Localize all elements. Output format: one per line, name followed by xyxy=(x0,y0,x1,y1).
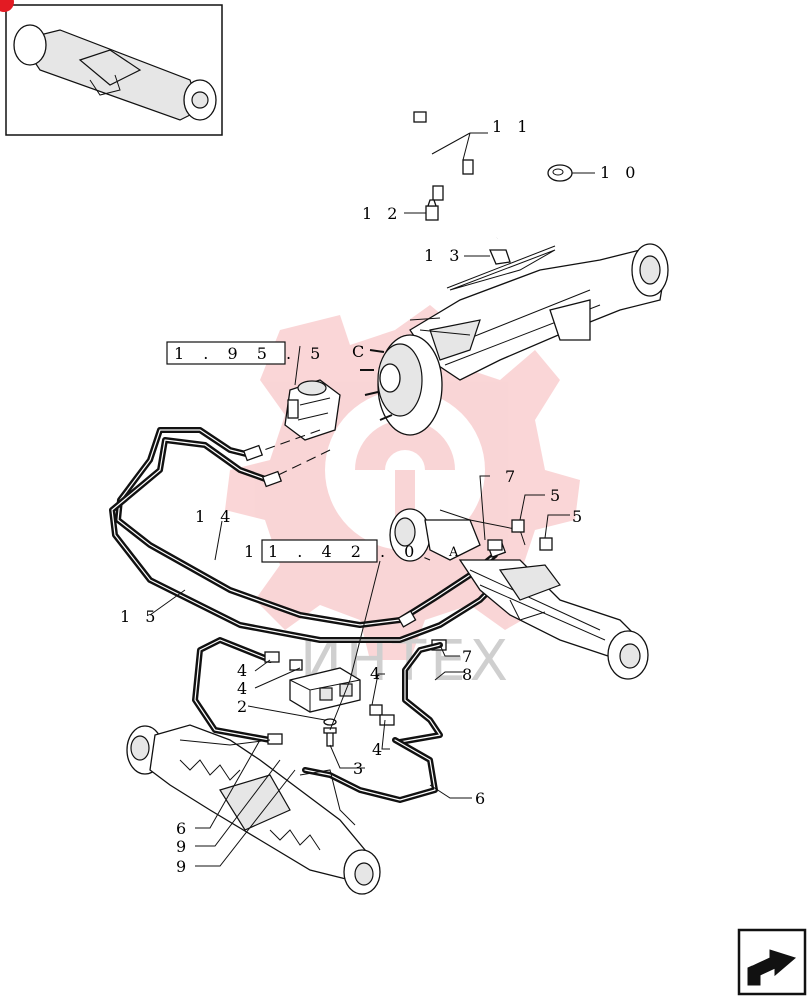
marker-dot-icon xyxy=(0,0,14,12)
callout-c: C xyxy=(352,342,369,361)
ref-box-1-42-0[interactable]: 1 . 4 2 . 0 xyxy=(261,539,421,563)
distributor-block xyxy=(289,667,361,713)
hose-6 xyxy=(192,637,438,803)
front-axle-upper xyxy=(360,243,669,436)
callout-5-right: 5 xyxy=(572,507,587,526)
callout-1: 1 xyxy=(244,542,259,561)
clip-10 xyxy=(547,164,573,182)
callout-8: 8 xyxy=(462,665,477,684)
steering-valve xyxy=(284,379,341,441)
rear-axle xyxy=(126,724,381,895)
fitting-13 xyxy=(489,249,511,265)
callout-11: 1 1 xyxy=(492,117,532,136)
fitting-5 xyxy=(511,519,553,551)
callout-7-lower: 7 xyxy=(462,647,477,666)
thumbnail-axle xyxy=(13,24,217,121)
thumbnail-panel[interactable] xyxy=(0,0,223,136)
callout-9-a: 9 xyxy=(176,837,191,856)
ref-box-1-95-5[interactable]: 1 . 9 5 . 5 xyxy=(166,341,327,365)
callout-2: 2 xyxy=(237,697,252,716)
hose-14 xyxy=(115,427,498,628)
callout-9-b: 9 xyxy=(176,857,191,876)
callout-4-d: 4 xyxy=(372,740,387,759)
hose-8 xyxy=(397,642,443,745)
fitting-12 xyxy=(425,199,439,221)
svg-text:1 . 9 5 . 5: 1 . 9 5 . 5 xyxy=(174,344,327,363)
callout-12: 1 2 xyxy=(362,204,402,223)
next-page-arrow-icon[interactable] xyxy=(737,928,807,996)
callout-4-b: 4 xyxy=(237,679,252,698)
leader-lines xyxy=(149,132,595,867)
callout-10: 1 0 xyxy=(600,163,640,182)
front-axle-lower xyxy=(389,508,649,680)
callout-4-a: 4 xyxy=(237,661,252,680)
callout-15: 1 5 xyxy=(120,607,160,626)
bolt-3 xyxy=(323,727,337,747)
callout-6-left: 6 xyxy=(176,819,191,838)
callout-14: 1 4 xyxy=(195,507,235,526)
callout-4-c: 4 xyxy=(370,664,385,683)
callout-5-top: 5 xyxy=(550,486,565,505)
callout-3: 3 xyxy=(353,759,368,778)
callout-a: A xyxy=(448,545,463,560)
hose-15 xyxy=(109,437,503,643)
callout-13: 1 3 xyxy=(424,246,464,265)
callouts: 1 1 1 0 1 2 1 3 C A 1 4 1 5 1 7 5 5 7 8 … xyxy=(120,117,640,876)
svg-text:1 . 4 2 . 0: 1 . 4 2 . 0 xyxy=(268,542,421,561)
callout-6-right: 6 xyxy=(475,789,490,808)
callout-7-top: 7 xyxy=(505,467,520,486)
brake-pipe-11 xyxy=(413,111,514,239)
dashed-connection xyxy=(249,429,321,456)
